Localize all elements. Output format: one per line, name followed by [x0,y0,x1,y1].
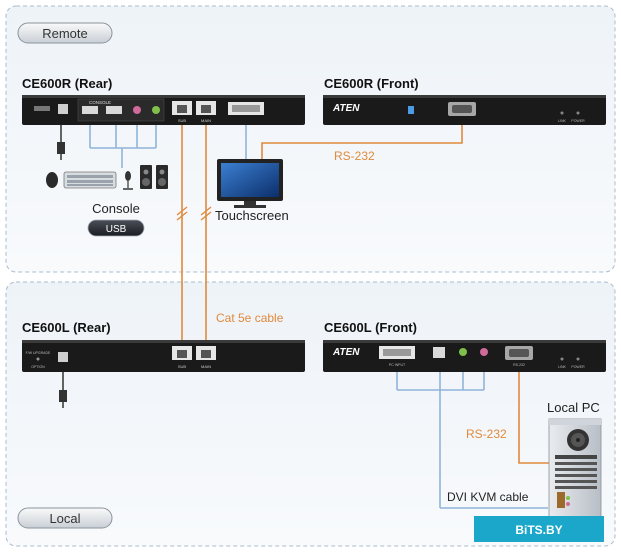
microphone-icon [123,171,133,190]
sub-port-label-local: SUB [178,364,187,369]
usb-b-port [433,347,445,358]
console-cables [89,121,157,168]
link-label-local: LINK [558,365,566,369]
ce600l-rear-unit: F/W UPGRADE OPTION SUB MAIN [22,340,305,372]
fw-upgrade-switch [36,357,40,361]
aten-logo-remote: ATEN [332,103,360,114]
local-pc-label: Local PC [547,400,600,415]
power-led-local [576,357,580,361]
option-label: OPTION [31,365,45,369]
usb-badge: USB [87,219,145,237]
fw-upgrade-label: F/W UPGRADE [26,351,51,355]
ce600r-rear-unit: CONSOLE SUB MAIN [22,95,305,125]
console-port-label: CONSOLE [89,100,111,105]
speaker-jack-local [459,348,467,356]
keyboard-icon [63,171,117,189]
local-label-text: Local [49,511,80,526]
usb-port-1 [82,106,98,114]
remote-zone [5,5,616,273]
power-plug-icon [59,372,67,408]
ce600l-front-unit: ATEN PC INPUT RS-232 LINK POWER [323,340,606,372]
ce600r-front-unit: ATEN LINK POWER [323,95,606,125]
watermark-text: BiTS.BY [515,523,562,537]
touch-indicator [408,106,414,114]
cat5e-cables [181,120,207,343]
aten-logo-local: ATEN [332,347,360,358]
rs232-remote-cable [261,121,463,160]
mouse-icon [46,172,58,188]
link-led-local [560,357,564,361]
sub-port-label: SUB [178,118,187,123]
rs232-remote-label: RS-232 [334,149,375,163]
pc-input-label: PC INPUT [389,363,406,367]
remote-zone-label: Remote [17,22,113,44]
usb-plug-icon [57,125,65,160]
speakers-icon [140,165,168,189]
mic-jack [133,106,141,114]
rs232-local-cable [518,372,553,464]
power-label-local: POWER [571,365,585,369]
power-port-local [58,352,68,362]
console-label: Console [92,201,140,216]
touchscreen-label: Touchscreen [215,208,289,223]
console-peripherals [46,165,168,190]
link-led-remote [560,111,564,115]
ce600r-rear-title: CE600R (Rear) [22,76,112,91]
bits-by-watermark: BiTS.BY [474,516,604,542]
power-port [58,104,68,114]
main-port-label: MAIN [201,118,211,123]
remote-label-text: Remote [42,26,88,41]
local-kvm-cables [396,372,548,509]
power-label-remote: POWER [571,119,585,123]
ce600l-front-title: CE600L (Front) [324,320,417,335]
rs232-local-label: RS-232 [466,427,507,441]
speaker-jack [152,106,160,114]
cat5e-cable-label: Cat 5e cable [216,311,284,325]
cable-break-marks [176,206,212,221]
touchscreen-monitor-icon [217,159,283,208]
mic-jack-local [480,348,488,356]
link-label-remote: LINK [558,119,566,123]
local-zone-label: Local [17,507,113,529]
ce600l-rear-title: CE600L (Rear) [22,320,111,335]
usb-badge-text: USB [106,224,127,235]
rs232-port-label-local: RS-232 [513,363,525,367]
power-led-remote [576,111,580,115]
dvi-kvm-cable-label: DVI KVM cable [447,490,529,504]
usb-port-2 [106,106,122,114]
pc-tower-icon [548,418,602,520]
main-port-label-local: MAIN [201,364,211,369]
ce600r-front-title: CE600R (Front) [324,76,419,91]
